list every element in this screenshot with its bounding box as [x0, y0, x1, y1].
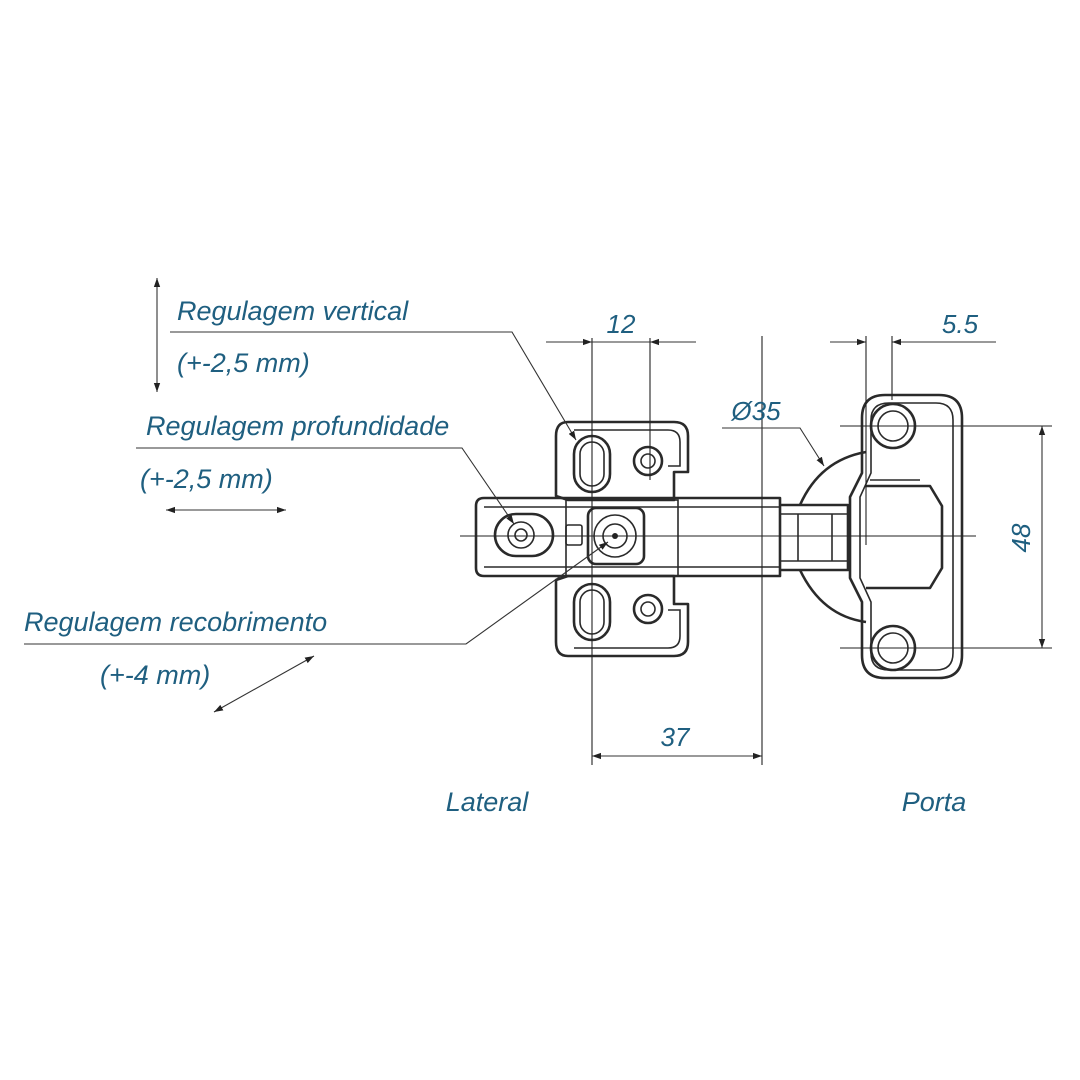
- door-label: Porta: [902, 787, 967, 817]
- dim-48-label: 48: [1006, 523, 1036, 552]
- vertical-adjust-range: (+-2,5 mm): [177, 348, 310, 378]
- dimension-12: 12: [546, 309, 696, 346]
- vertical-adjust-title: Regulagem vertical: [177, 296, 409, 326]
- dim-5-5-label: 5.5: [942, 309, 979, 339]
- vertical-adjust-callout: Regulagem vertical (+-2,5 mm): [153, 278, 577, 441]
- arm-slot: [565, 524, 583, 546]
- depth-adjust-screw: [493, 512, 555, 558]
- dimension-5-5: 5.5: [830, 309, 996, 400]
- overlay-adjust-title: Regulagem recobrimento: [24, 607, 327, 637]
- mounting-plate: [554, 420, 690, 658]
- hinge-cup: [798, 450, 867, 624]
- dim-diameter-label: Ø35: [730, 396, 781, 426]
- dimension-37: 37: [592, 722, 762, 760]
- overlay-adjust-range: (+-4 mm): [100, 660, 210, 690]
- overlay-adjust-callout: Regulagem recobrimento (+-4 mm): [24, 541, 609, 713]
- dimension-48: 48: [1006, 426, 1046, 648]
- dim-12-label: 12: [607, 309, 636, 339]
- center-lines: [460, 336, 1052, 765]
- depth-adjust-title: Regulagem profundidade: [146, 411, 449, 441]
- dimension-diameter: Ø35: [722, 396, 825, 467]
- depth-adjust-range: (+-2,5 mm): [140, 464, 273, 494]
- side-label: Lateral: [446, 787, 530, 817]
- hinge-arm: [474, 496, 850, 578]
- dim-37-label: 37: [661, 722, 691, 752]
- depth-adjust-callout: Regulagem profundidade (+-2,5 mm): [136, 411, 515, 525]
